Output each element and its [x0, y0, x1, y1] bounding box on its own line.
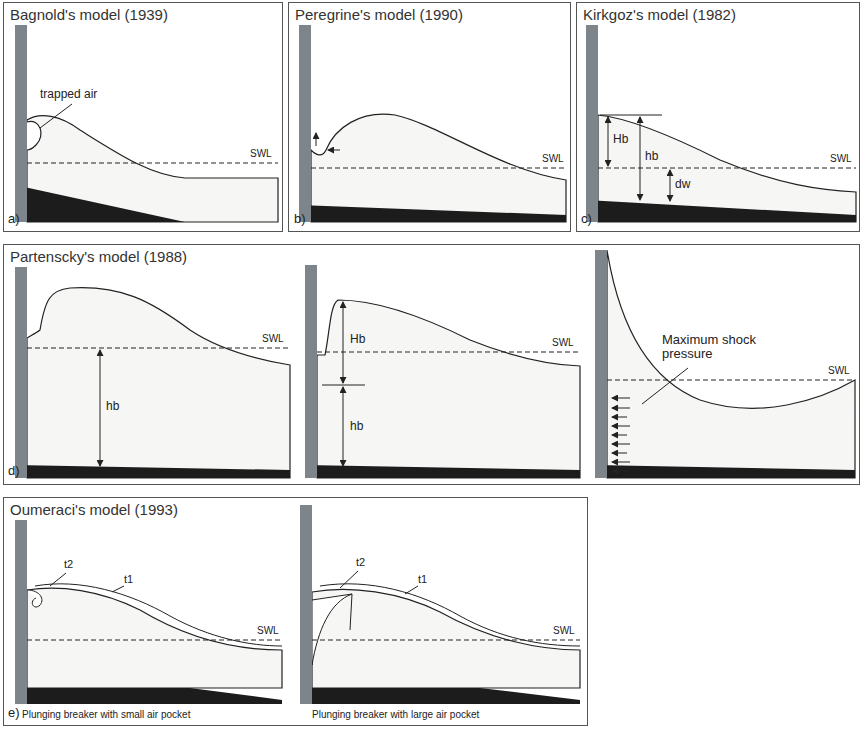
callout-label: t2 — [64, 558, 73, 570]
callout-label: hb — [106, 400, 119, 413]
callout-label: Hb — [613, 133, 628, 146]
water-level-label: SWL — [552, 337, 574, 348]
water-level-label: SWL — [262, 333, 284, 344]
model-panel: Oumeraci's model (1993) — [3, 497, 588, 726]
callout-label: t1 — [418, 573, 427, 585]
callout-label: hb — [645, 150, 658, 163]
water-level-label: SWL — [542, 153, 564, 164]
panel-letter: c) — [581, 212, 592, 226]
panel-title: Partenscky's model (1988) — [4, 245, 193, 267]
water-level-label: SWL — [828, 365, 850, 376]
panel-letter: a) — [8, 212, 20, 226]
panel-letter: d) — [8, 464, 20, 478]
callout-label: Hb — [350, 333, 365, 346]
pressure-arrow — [612, 453, 627, 454]
callout-label: Plunging breaker with small air pocket — [22, 709, 190, 720]
callout-label: hb — [350, 420, 363, 433]
pressure-arrow — [612, 417, 627, 418]
callout-label: Plunging breaker with large air pocket — [312, 709, 479, 720]
panel-title: Kirkgoz's model (1982) — [577, 3, 742, 25]
model-panel: Partenscky's model (1988) — [3, 244, 860, 485]
panel-title: Oumeraci's model (1993) — [4, 498, 184, 520]
pressure-arrow — [612, 408, 630, 409]
water-level-label: SWL — [553, 625, 575, 636]
water-level-label: SWL — [830, 153, 852, 164]
panel-title: Peregrine's model (1990) — [289, 3, 469, 25]
callout-label: trapped air — [40, 88, 97, 101]
pressure-arrow — [612, 444, 630, 445]
callout-label: t1 — [124, 573, 133, 585]
model-panel: Peregrine's model (1990) — [288, 2, 571, 232]
water-level-label: SWL — [250, 148, 272, 159]
callout-label: Maximum shock pressure — [662, 333, 774, 362]
pressure-arrow — [612, 435, 627, 436]
callout-label: t2 — [356, 556, 365, 568]
pressure-arrow — [612, 426, 630, 427]
panel-letter: b) — [294, 212, 306, 226]
callout-label: dw — [675, 178, 690, 191]
panel-title: Bagnold's model (1939) — [4, 3, 174, 25]
pressure-arrow — [612, 462, 630, 463]
water-level-label: SWL — [257, 625, 279, 636]
pressure-arrow — [612, 471, 627, 472]
model-panel: Kirkgoz's model (1982) — [576, 2, 860, 232]
panel-letter: e) — [8, 706, 20, 720]
model-panel: Bagnold's model (1939) — [3, 2, 283, 232]
